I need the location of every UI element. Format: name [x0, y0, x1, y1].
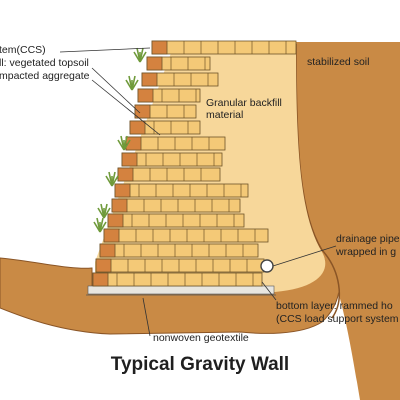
ccs-tier: [117, 167, 221, 182]
upper-soil-slope: [296, 42, 400, 400]
diagram-title: Typical Gravity Wall: [110, 354, 290, 375]
leader-drainage: [272, 245, 337, 267]
ccs-tier: [141, 72, 219, 87]
ccs-tiers: [92, 40, 297, 287]
ccs-tier: [125, 136, 226, 151]
facing-cell: [107, 213, 124, 228]
ccs-tier: [107, 213, 245, 228]
ccs-tier: [111, 198, 241, 213]
facing-cell: [103, 228, 120, 243]
label-backfill-line1: Granular backfill: [206, 97, 282, 109]
ccs-tier: [129, 120, 201, 135]
label-backfill-line2: material: [206, 109, 244, 121]
facing-cell: [92, 272, 109, 287]
ccs-tier: [137, 88, 201, 103]
vegetation-group: [93, 47, 147, 233]
label-bottom-line2: (CCS load support system: [276, 313, 399, 325]
leader-geotextile: [142, 297, 151, 337]
facing-cell: [146, 56, 163, 71]
leader-infill: [91, 79, 161, 136]
label-facing: ll: vegetated topsoil: [0, 57, 89, 69]
gravel-layer: [87, 285, 275, 295]
ccs-tier: [114, 183, 249, 198]
label-stabilized-soil: stabilized soil: [307, 56, 370, 68]
facing-cell: [95, 258, 112, 273]
label-geotextile: nonwoven geotextile: [153, 332, 249, 344]
facing-cell: [134, 104, 151, 119]
leader-system: [59, 47, 151, 53]
facing-cell: [151, 40, 168, 55]
leader-facing: [91, 67, 141, 114]
facing-cell: [137, 88, 154, 103]
ccs-tier: [99, 243, 259, 258]
label-drainage-line2: wrapped in g: [336, 246, 397, 258]
ccs-tier: [103, 228, 269, 243]
plant-icon: [133, 47, 147, 63]
label-infill: mpacted aggregate: [0, 70, 90, 82]
ccs-tier: [134, 104, 197, 119]
ccs-tier: [92, 272, 263, 287]
label-drainage-line1: drainage pipe: [336, 233, 400, 245]
facing-cell: [117, 167, 134, 182]
ccs-tier: [95, 258, 265, 273]
facing-cell: [114, 183, 131, 198]
facing-cell: [111, 198, 128, 213]
facing-cell: [99, 243, 116, 258]
plant-icon: [93, 217, 107, 233]
plant-icon: [97, 203, 111, 219]
label-bottom-line1: bottom layer: rammed ho: [276, 300, 393, 312]
facing-cell: [129, 120, 146, 135]
native-soil: [0, 247, 340, 335]
facing-cell: [121, 152, 138, 167]
leader-bottom: [261, 281, 277, 301]
plant-icon: [125, 75, 139, 91]
ccs-tier: [146, 56, 211, 71]
facing-cell: [141, 72, 158, 87]
label-system: tem(CCS): [0, 44, 46, 56]
plant-icon: [117, 135, 131, 151]
ccs-tier: [121, 152, 223, 167]
drainage-pipe-icon: [260, 259, 274, 273]
ccs-tier: [151, 40, 297, 55]
plant-icon: [105, 171, 119, 187]
